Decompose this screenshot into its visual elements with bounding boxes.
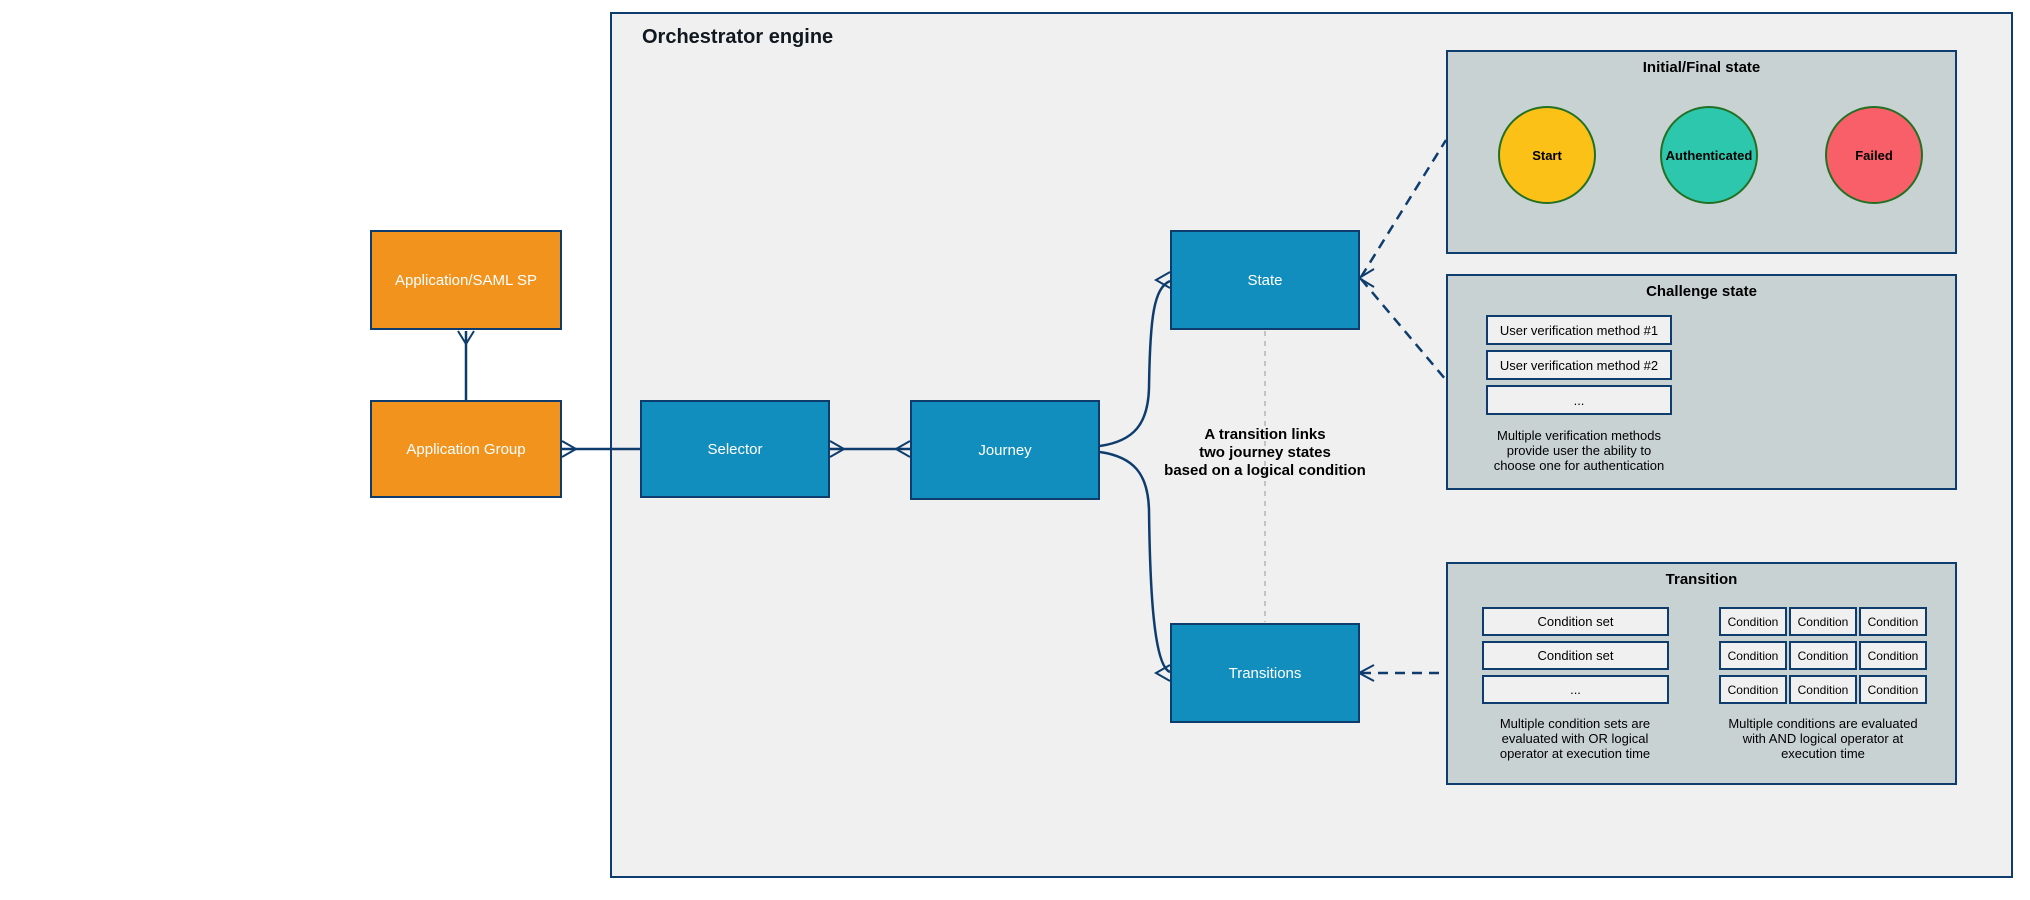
node-selector: Selector	[640, 400, 830, 498]
caption-line: Multiple conditions are evaluated	[1728, 716, 1918, 731]
node-label: Transitions	[1228, 664, 1302, 682]
verification-method-box: User verification method #1	[1486, 315, 1672, 345]
transition-annotation: A transition links two journey states ba…	[1115, 426, 1415, 480]
or-logic-caption: Multiple condition sets are evaluated wi…	[1465, 716, 1685, 761]
state-circle-start: Start	[1498, 106, 1596, 204]
circle-label: Authenticated	[1665, 147, 1753, 163]
node-transitions: Transitions	[1170, 623, 1360, 723]
node-label: Journey	[978, 441, 1032, 459]
node-journey: Journey	[910, 400, 1100, 500]
condition-cell: Condition	[1719, 641, 1787, 670]
caption-line: operator at execution time	[1499, 746, 1651, 761]
condition-cell: Condition	[1719, 675, 1787, 704]
condition-cell: Condition	[1859, 607, 1927, 636]
panel-initial-final-state: Initial/Final state Start Authenticated …	[1446, 50, 1957, 254]
annotation-line: A transition links	[1204, 426, 1326, 443]
caption-line: Multiple condition sets are	[1499, 716, 1651, 731]
state-circle-authenticated: Authenticated	[1660, 106, 1758, 204]
caption-line: provide user the ability to	[1506, 443, 1652, 458]
caption-line: evaluated with OR logical	[1501, 731, 1649, 746]
panel-title: Initial/Final state	[1642, 59, 1761, 76]
node-application-group: Application Group	[370, 400, 562, 498]
panel-title: Challenge state	[1646, 283, 1757, 300]
condition-cell: Condition	[1859, 675, 1927, 704]
node-state: State	[1170, 230, 1360, 330]
condition-cell: Condition	[1719, 607, 1787, 636]
node-application-saml-sp: Application/SAML SP	[370, 230, 562, 330]
condition-set-box: Condition set	[1482, 641, 1669, 670]
caption-line: with AND logical operator at	[1742, 731, 1904, 746]
and-logic-caption: Multiple conditions are evaluated with A…	[1703, 716, 1943, 761]
state-circle-failed: Failed	[1825, 106, 1923, 204]
caption-line: choose one for authentication	[1493, 458, 1665, 473]
annotation-line: based on a logical condition	[1164, 462, 1366, 479]
condition-set-box: ...	[1482, 675, 1669, 704]
caption-line: Multiple verification methods	[1496, 428, 1662, 443]
condition-cell: Condition	[1859, 641, 1927, 670]
open-arrow-icon	[561, 440, 579, 458]
open-arrow-icon	[457, 330, 475, 346]
challenge-caption: Multiple verification methods provide us…	[1469, 428, 1689, 473]
panel-transition: Transition Condition set Condition set .…	[1446, 562, 1957, 785]
verification-method-box: ...	[1486, 385, 1672, 415]
panel-title: Transition	[1665, 571, 1738, 588]
caption-line: execution time	[1781, 746, 1865, 761]
orchestrator-engine-title: Orchestrator engine	[642, 26, 834, 48]
node-label: Application Group	[406, 440, 526, 458]
node-label: Application/SAML SP	[394, 271, 538, 289]
node-label: State	[1247, 271, 1283, 289]
circle-label: Start	[1532, 147, 1562, 163]
panel-challenge-state: Challenge state User verification method…	[1446, 274, 1957, 490]
annotation-line: two journey states	[1199, 444, 1331, 461]
condition-cell: Condition	[1789, 607, 1857, 636]
condition-set-box: Condition set	[1482, 607, 1669, 636]
condition-cell: Condition	[1789, 675, 1857, 704]
verification-method-box: User verification method #2	[1486, 350, 1672, 380]
circle-label: Failed	[1855, 147, 1893, 163]
node-label: Selector	[707, 440, 763, 458]
condition-cell: Condition	[1789, 641, 1857, 670]
